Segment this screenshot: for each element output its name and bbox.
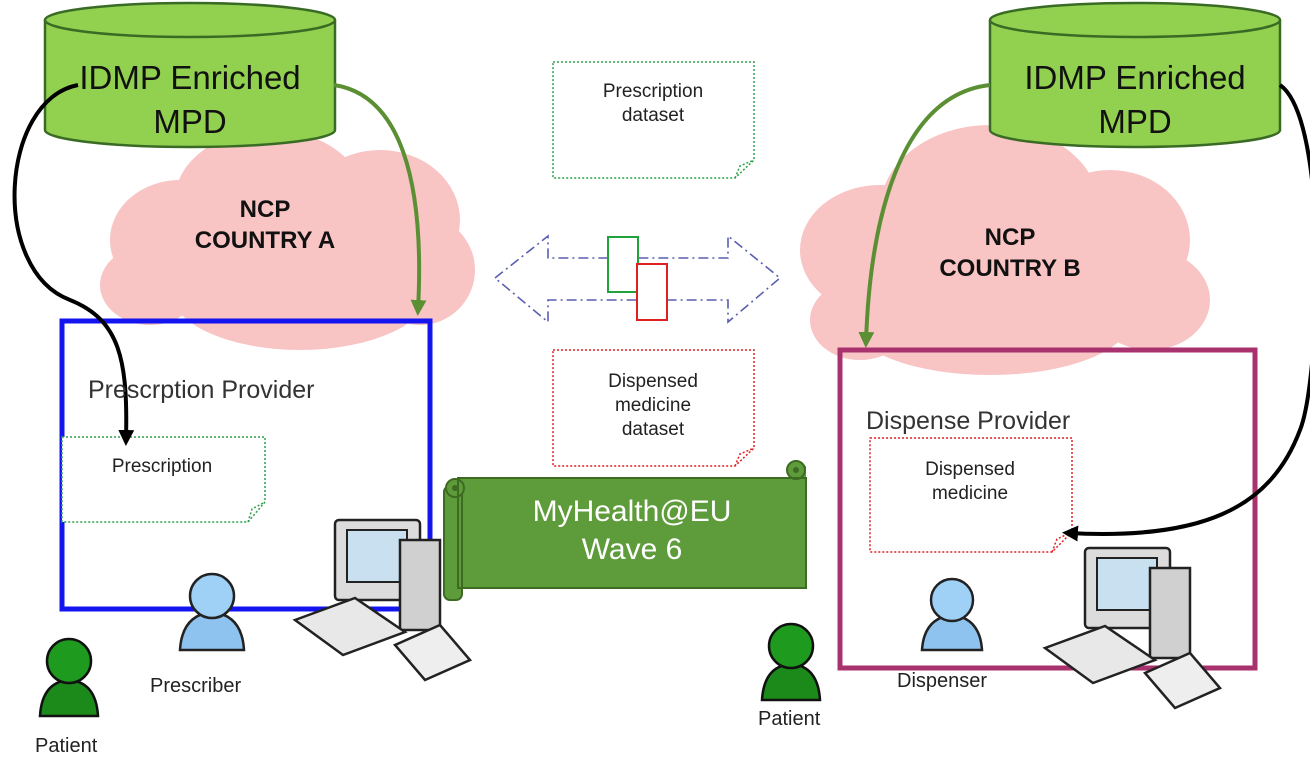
left-db-to-prescription-arrow bbox=[12, 83, 135, 446]
patient-right-label: Patient bbox=[758, 708, 821, 730]
database-left-line2: MPD bbox=[153, 103, 227, 140]
computer-right-icon bbox=[1042, 546, 1223, 710]
prescription-doc bbox=[61, 436, 266, 523]
prescription-doc-label: Prescription bbox=[111, 456, 213, 477]
banner-label: MyHealth@EU Wave 6 bbox=[462, 493, 802, 569]
patient-right-person-icon bbox=[760, 622, 822, 702]
patient-left-label: Patient bbox=[35, 735, 98, 757]
dispensed-dataset-doc bbox=[552, 349, 755, 467]
database-right-line2: MPD bbox=[1098, 103, 1172, 140]
computer-left-icon bbox=[292, 518, 473, 682]
prescriber-person-icon bbox=[178, 572, 246, 652]
dispensed-dataset-line1: Dispensed bbox=[608, 371, 698, 392]
database-right bbox=[988, 1, 1282, 149]
dispense-provider-box bbox=[837, 347, 1258, 671]
right-db-to-dispense-provider-arrow bbox=[858, 83, 991, 348]
dispensed-medicine-doc bbox=[869, 437, 1073, 553]
prescription-provider-title: Prescrption Provider bbox=[88, 376, 315, 404]
prescription-dataset-label: Prescription dataset bbox=[553, 80, 753, 128]
database-right-label: IDMP Enriched MPD bbox=[990, 56, 1280, 144]
left-db-to-ncp-a-arrow bbox=[333, 83, 427, 316]
database-left-label: IDMP Enriched MPD bbox=[45, 56, 335, 144]
prescription-dataset-line2: dataset bbox=[621, 105, 685, 126]
cloud-country-a-label: NCP COUNTRY A bbox=[180, 194, 350, 256]
dispenser-label: Dispenser bbox=[897, 670, 988, 692]
dispense-provider-title: Dispense Provider bbox=[866, 407, 1071, 435]
prescriber-label: Prescriber bbox=[150, 675, 242, 697]
dispensed-medicine-line1: Dispensed bbox=[925, 459, 1015, 480]
cloud-b-line2: COUNTRY B bbox=[939, 255, 1081, 282]
database-left bbox=[43, 1, 337, 149]
cloud-country-b-label: NCP COUNTRY B bbox=[910, 222, 1110, 284]
prescription-dataset-line1: Prescription bbox=[602, 81, 704, 102]
myhealth-banner bbox=[443, 460, 807, 601]
cloud-a-line2: COUNTRY A bbox=[194, 227, 336, 254]
dispensed-dataset-line3: dataset bbox=[621, 419, 685, 440]
database-right-line1: IDMP Enriched bbox=[1024, 59, 1246, 96]
dispenser-person-icon bbox=[920, 577, 984, 652]
cloud-a-line1: NCP bbox=[239, 196, 291, 223]
right-db-to-dispensed-medicine-arrow bbox=[1062, 83, 1310, 542]
cloud-b-line1: NCP bbox=[984, 224, 1036, 251]
exchanged-documents-icon bbox=[607, 236, 668, 321]
prescription-dataset-doc bbox=[552, 61, 755, 179]
exchange-double-arrow bbox=[493, 234, 782, 324]
banner-line1: MyHealth@EU bbox=[532, 495, 732, 528]
banner-line2: Wave 6 bbox=[581, 533, 683, 566]
patient-left-person-icon bbox=[38, 637, 100, 718]
dispensed-dataset-line2: medicine bbox=[614, 395, 692, 416]
dispensed-dataset-label: Dispensed medicine dataset bbox=[553, 370, 753, 442]
dispensed-medicine-line2: medicine bbox=[931, 483, 1009, 504]
database-left-line1: IDMP Enriched bbox=[79, 59, 301, 96]
dispensed-medicine-doc-label: Dispensed medicine bbox=[870, 458, 1070, 506]
